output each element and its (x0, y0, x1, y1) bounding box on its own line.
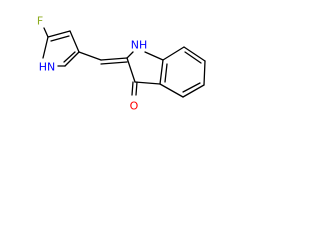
bond-indole-c7a-n (144, 51, 164, 61)
bond-indole-c3a-c7a (159, 59, 164, 85)
carbonyl-oxygen-label: O (130, 100, 139, 113)
bond-benzene-1 (162, 46, 185, 61)
pyrrole-nh-label: HN (39, 61, 56, 74)
bond-pyrrole-4 (64, 51, 80, 67)
bond-carbonyl-1 (131, 81, 134, 96)
indole-nh-label: NH (131, 39, 148, 52)
bond-carbonyl-2 (135, 81, 138, 96)
bond-pyrrole-4-double (63, 51, 76, 63)
bond-benzene-4-double (182, 82, 201, 93)
bond-pyrrole-3 (69, 30, 80, 53)
bonds (42, 27, 206, 98)
bond-benzene-6-double (164, 63, 168, 83)
bond-indole-c3-c3a (134, 81, 161, 85)
bond-benzene-2-double (184, 51, 202, 64)
molecule-structure: F HN NH O (37, 15, 206, 113)
fluorine-label: F (37, 15, 43, 28)
bond-bridge-2-double (100, 61, 128, 65)
bond-bridge-2 (100, 57, 128, 61)
bond-benzene-3 (203, 60, 206, 86)
bond-benzene-2 (183, 46, 206, 62)
bond-indole-c2-c3 (126, 57, 136, 83)
atom-labels: F HN NH O (37, 15, 147, 113)
bond-benzene-5 (159, 83, 184, 98)
bond-pyrrole-1 (42, 36, 49, 59)
bond-pyrrole-2-double (50, 35, 70, 42)
bond-c-f (43, 27, 49, 38)
bond-indole-n-c2 (126, 51, 134, 59)
bond-bridge-1 (78, 51, 102, 61)
bond-benzene-4 (182, 84, 205, 98)
bond-pyrrole-2 (47, 30, 71, 38)
